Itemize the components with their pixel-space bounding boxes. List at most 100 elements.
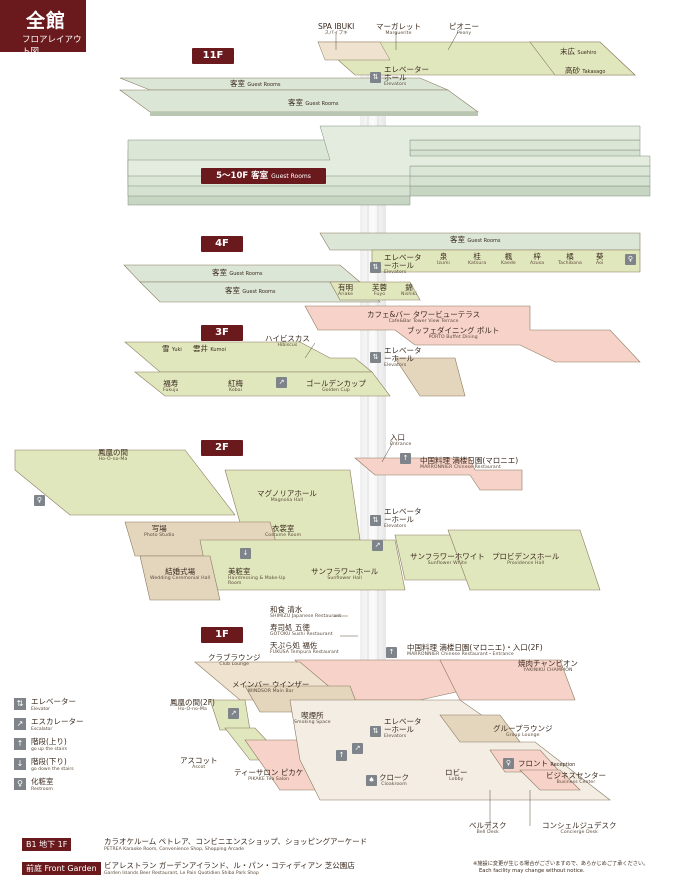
pikake-ja: ティーサロン ピカケ — [234, 768, 304, 777]
peony-ja: ピオニー — [449, 22, 479, 31]
stairs-down-icon: ↓ — [14, 758, 26, 770]
business-ja: ビジネスセンター — [546, 771, 606, 780]
suehiro-ja: 末広 — [560, 47, 575, 56]
tachibana-en: Tachibana — [558, 261, 582, 266]
cloak-ja: クローク — [379, 773, 409, 782]
floor-2f — [14, 449, 601, 601]
note-ja: ※施設に変更が生じる場合がございますので、あらかじめご了承ください。 — [473, 861, 649, 867]
providence-en: Providence Hall — [507, 561, 545, 566]
garden-tag: 前庭 Front Garden — [22, 862, 101, 875]
guest11a-ja: 客室 — [230, 79, 245, 88]
porto-en: PORTO Buffet Dining — [428, 335, 478, 340]
legend-stairs-up-en: go up the stairs — [31, 747, 68, 752]
label-guest-4f-b: 客室 Guest Rooms — [212, 269, 263, 278]
yakiniku-en: YAKINIKU CHAMPION — [523, 668, 573, 673]
shimizu-en: SHIMIZU Japanese Restaurant — [270, 614, 342, 619]
goldencup-ja: ゴールデンカップ — [306, 379, 366, 388]
guest4a-en: Guest Rooms — [467, 238, 501, 244]
cloakroom-icon: ♠ — [366, 775, 377, 786]
escalator-icon: ↗ — [352, 743, 363, 754]
azusa-ja: 梓 — [533, 252, 541, 261]
fukusa-ja: 天ぷら処 福佐 — [270, 641, 318, 650]
goldencup-en: Golden Cup — [322, 388, 350, 393]
izumi-en: Izumi — [437, 261, 450, 266]
stairs-down-icon: ↓ — [240, 548, 251, 559]
fuyo-ja: 芙蓉 — [372, 283, 387, 292]
katsura-ja: 桂 — [473, 252, 481, 261]
floor-5-10f — [127, 125, 651, 206]
takasago-en: Takasago — [582, 69, 606, 75]
izumi-ja: 泉 — [439, 252, 448, 261]
magnolia-en: Magnolia Hall — [270, 498, 304, 503]
entrance2-ja: 入口 — [390, 433, 405, 442]
fukuju-ja: 福寿 — [163, 379, 179, 388]
ascot-en: Ascot — [192, 765, 206, 770]
gotoku-en: GOTOKU Sushi Restaurant — [270, 632, 333, 637]
kobai-ja: 紅梅 — [228, 379, 243, 388]
elev1-en: Elevators — [384, 734, 407, 739]
elev2-ja: エレベーターホール — [384, 507, 422, 524]
towerview-en: Cafe&Bar Tower View Terrace — [388, 319, 459, 324]
concierge-ja: コンシェルジュデスク — [542, 821, 617, 830]
takasago-ja: 高砂 — [565, 66, 580, 75]
badge-5-10f-rooms-ja: 客室 — [251, 171, 269, 181]
hoonoma-en: Ho-O-no-Ma — [98, 457, 128, 462]
guest4b-en: Guest Rooms — [229, 271, 263, 277]
lobby-ja: ロビー — [445, 768, 468, 777]
legend-escalator-en: Escalator — [31, 727, 53, 732]
escalator-icon: ↗ — [372, 540, 383, 551]
towerview-ja: カフェ&バー タワービューテラス — [367, 310, 481, 319]
guest4c-en: Guest Rooms — [242, 289, 276, 295]
restroom-icon: ♀ — [625, 254, 636, 265]
badge-3f: 3F — [201, 325, 243, 341]
marronnier2-en: MARRONNIER Chinese Restaurant — [420, 465, 501, 470]
elevator-icon: ⇅ — [370, 515, 381, 526]
aoi-ja: 葵 — [596, 252, 604, 261]
escalator-icon: ↗ — [276, 377, 287, 388]
restroom-icon: ♀ — [503, 758, 514, 769]
label-takasago: 高砂 Takasago — [565, 67, 605, 76]
kaede-ja: 楓 — [504, 252, 513, 261]
belldesk-en: Bell Desk — [476, 830, 499, 835]
kumoi-ja: 雲井 — [193, 344, 208, 353]
b1-tag: B1 地下 1F — [22, 838, 72, 851]
floor-11f — [119, 41, 636, 116]
badge-1f: 1F — [201, 627, 243, 643]
label-yuki: 雪 Yuki — [162, 345, 182, 354]
floor-3f — [124, 305, 641, 397]
grouplounge-ja: グループラウンジ — [493, 724, 553, 733]
label-guest-4f-c: 客室 Guest Rooms — [225, 287, 276, 296]
sunflowerwhite-ja: サンフラワーホワイト — [410, 552, 485, 561]
elev11-en: Elevators — [384, 82, 407, 87]
smoking-ja: 喫煙所 — [301, 711, 324, 720]
label-guest-4f-a: 客室 Guest Rooms — [450, 236, 501, 245]
photo-ja: 写場 — [151, 524, 167, 533]
badge-2f: 2F — [201, 440, 243, 456]
stairs-up-icon: ↑ — [386, 647, 397, 658]
badge-4f: 4F — [201, 236, 243, 252]
grouplounge-en: Group Lounge — [506, 733, 540, 738]
guest11a-en: Guest Rooms — [247, 82, 281, 88]
guest4c-ja: 客室 — [225, 286, 240, 295]
label-front: フロント Reception — [518, 760, 575, 769]
escalator-icon: ↗ — [14, 718, 26, 730]
belldesk-ja: ベルデスク — [469, 821, 507, 830]
